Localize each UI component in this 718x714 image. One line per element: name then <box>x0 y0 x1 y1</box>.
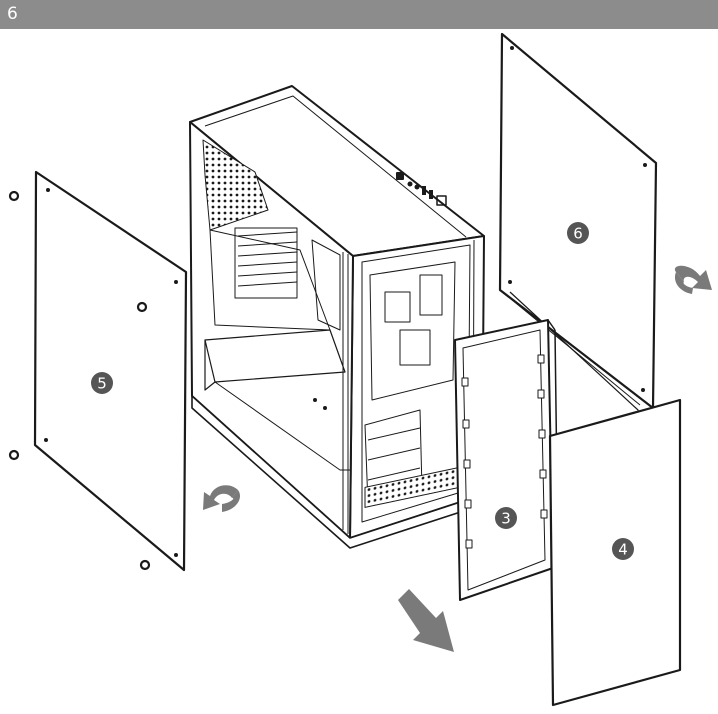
thumbscrews <box>8 190 151 571</box>
callout-3: 3 <box>495 507 517 529</box>
callout-3-label: 3 <box>501 510 511 528</box>
callout-5-label: 5 <box>97 375 107 393</box>
pc-case <box>189 85 485 549</box>
pull-out-arrow-icon <box>398 589 454 652</box>
rotate-arrow-left-icon <box>203 485 241 512</box>
step-header: 6 <box>0 0 718 29</box>
callout-6: 6 <box>567 222 589 244</box>
callout-4-label: 4 <box>618 541 628 559</box>
top-glass-bracket <box>454 319 559 601</box>
front-io-ports <box>396 172 447 206</box>
step-number: 6 <box>7 4 18 24</box>
rotate-arrow-right-icon <box>674 265 712 294</box>
callout-5: 5 <box>91 372 113 394</box>
top-mesh <box>202 139 269 231</box>
exploded-case-diagram: 3 4 5 6 <box>8 32 712 707</box>
left-side-panel <box>33 170 188 572</box>
callout-4: 4 <box>612 538 634 560</box>
callout-6-label: 6 <box>573 225 583 243</box>
